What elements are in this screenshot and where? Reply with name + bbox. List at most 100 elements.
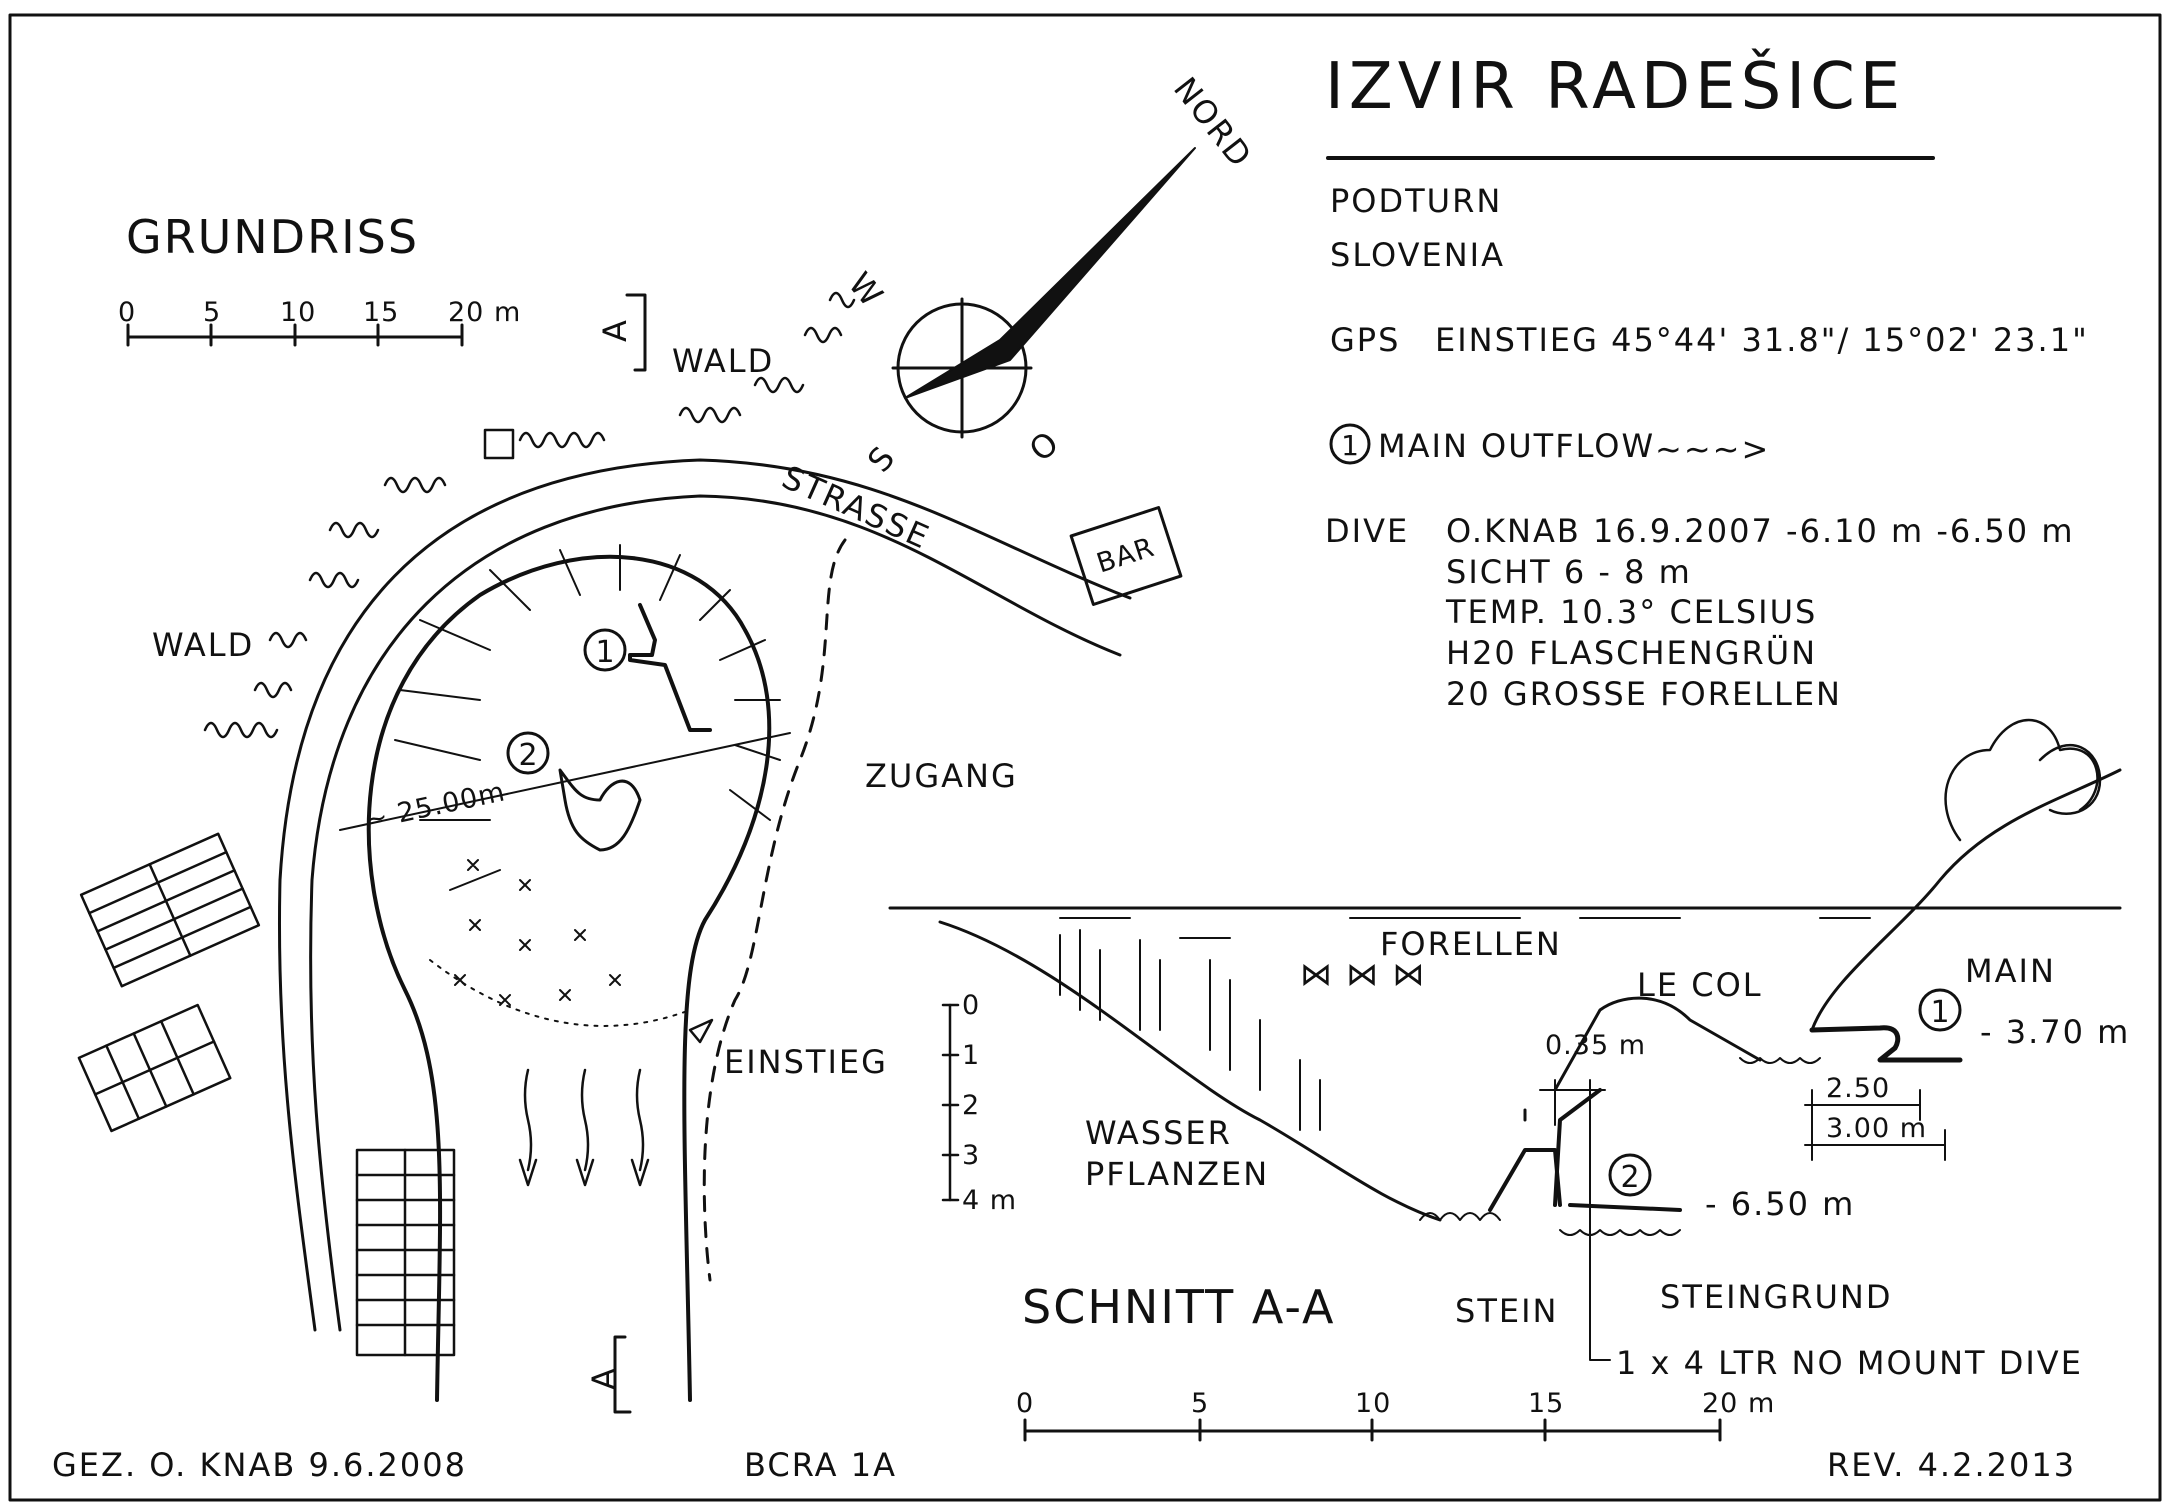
depth-tick-2: 2 bbox=[962, 1090, 981, 1121]
le-col-ridge bbox=[1523, 996, 1762, 1122]
gravel-crosses bbox=[454, 859, 621, 1006]
section-point-2-circle bbox=[1608, 1153, 1652, 1197]
trees bbox=[1944, 718, 2102, 842]
entry-marker bbox=[688, 1018, 714, 1044]
sheet-border bbox=[8, 13, 2162, 1502]
small-hut bbox=[483, 428, 515, 460]
dim-2-50-label: 2.50 bbox=[1826, 1073, 1891, 1104]
main-label: MAIN bbox=[1965, 952, 2056, 990]
legend-number: 1 bbox=[1341, 429, 1359, 462]
page-title: IZVIR RADEŠICE bbox=[1325, 50, 1906, 124]
plan-scale-0: 0 bbox=[118, 297, 137, 328]
main-outflow-channel bbox=[628, 603, 712, 732]
section-scale-20: 20 m bbox=[1702, 1388, 1776, 1419]
plan-point-2-number: 2 bbox=[518, 738, 537, 773]
road-outer-edge bbox=[277, 458, 1132, 1332]
main-depth-label: - 3.70 m bbox=[1980, 1013, 2131, 1051]
depth-scale bbox=[941, 1003, 960, 1202]
depth-tick-0: 0 bbox=[962, 990, 981, 1021]
spring-pond-outline bbox=[366, 554, 772, 1402]
section-scale-10: 10 bbox=[1355, 1388, 1392, 1419]
plan-scale-10: 10 bbox=[280, 297, 317, 328]
footer-drawn-by: GEZ. O. KNAB 9.6.2008 bbox=[52, 1446, 467, 1484]
dive-note: 1 x 4 LTR NO MOUNT DIVE bbox=[1616, 1344, 2083, 1382]
access-label: ZUGANG bbox=[865, 757, 1018, 795]
dive-line-3: TEMP. 10.3° CELSIUS bbox=[1446, 593, 1818, 631]
fish-icons: ⋈ ⋈ ⋈ bbox=[1300, 955, 1427, 993]
section-scale-bar bbox=[1023, 1418, 1722, 1442]
water-plants-label-2: PFLANZEN bbox=[1085, 1155, 1270, 1193]
entry-label: EINSTIEG bbox=[724, 1043, 888, 1081]
bank-slope-hatching bbox=[394, 544, 781, 891]
section-marker-bottom bbox=[613, 1335, 632, 1414]
bar-building bbox=[1069, 506, 1183, 606]
section-scale-5: 5 bbox=[1191, 1388, 1210, 1419]
section-heading: SCHNITT A-A bbox=[1022, 1280, 1336, 1334]
outflow-arrows bbox=[518, 1068, 650, 1187]
dive-line-2: SICHT 6 - 8 m bbox=[1446, 553, 1692, 591]
depth-tick-4: 4 m bbox=[962, 1185, 1018, 1216]
stein-pillar bbox=[1488, 1148, 1562, 1212]
plan-point-1-circle bbox=[583, 628, 627, 672]
gps-coordinates: EINSTIEG 45°44' 31.8"/ 15°02' 23.1" bbox=[1435, 321, 2089, 359]
section-scale-15: 15 bbox=[1528, 1388, 1565, 1419]
building-1 bbox=[79, 832, 261, 988]
compass-rose bbox=[891, 147, 1196, 439]
water-dash-marks bbox=[1059, 917, 1871, 939]
section-forellen-label: FORELLEN bbox=[1380, 925, 1562, 963]
section-point-2-number: 2 bbox=[1620, 1160, 1639, 1195]
plan-scale-bar bbox=[126, 323, 464, 347]
legend-circle bbox=[1329, 423, 1371, 465]
section-marker-bottom-label: A bbox=[585, 1366, 623, 1390]
legend-text: MAIN OUTFLOW bbox=[1378, 427, 1656, 465]
plan-scale-15: 15 bbox=[363, 297, 400, 328]
plan-point-1-number: 1 bbox=[595, 635, 614, 670]
forest-edge-top bbox=[518, 291, 856, 449]
footer-grade: BCRA 1A bbox=[744, 1446, 897, 1484]
stone-floor-label: STEINGRUND bbox=[1660, 1278, 1893, 1316]
section-marker-top-label: A bbox=[596, 318, 634, 342]
plan-heading: GRUNDRISS bbox=[126, 210, 420, 264]
gap-width-label: 0.35 m bbox=[1545, 1030, 1647, 1061]
dive-line-5: 20 GROSSE FORELLEN bbox=[1446, 675, 1842, 713]
section-scale-0: 0 bbox=[1016, 1388, 1035, 1419]
section-point-1-circle bbox=[1918, 988, 1962, 1032]
spring-2-passage bbox=[1553, 1088, 1682, 1212]
dimension-lines bbox=[1539, 1079, 1946, 1161]
pond-shore-dotted bbox=[429, 959, 691, 1027]
building-3 bbox=[355, 1148, 456, 1357]
section-marker-top bbox=[625, 293, 647, 372]
le-col-label: LE COL bbox=[1637, 966, 1763, 1004]
location-line-2: SLOVENIA bbox=[1330, 236, 1505, 274]
water-plants bbox=[1059, 929, 1321, 1131]
lake-bed-profile bbox=[938, 920, 1442, 1222]
dive-line-4: H20 FLASCHENGRÜN bbox=[1446, 634, 1818, 672]
spring-2-outline bbox=[558, 768, 642, 852]
outflow-squiggle-icon: ~~~> bbox=[1655, 430, 1771, 468]
building-2 bbox=[77, 1003, 232, 1133]
spring-2-depth-label: - 6.50 m bbox=[1705, 1185, 1856, 1223]
north-arrow bbox=[904, 147, 1196, 399]
plan-scale-20: 20 m bbox=[448, 297, 522, 328]
gps-label: GPS bbox=[1330, 321, 1401, 359]
stone-label: STEIN bbox=[1455, 1292, 1559, 1330]
footer-revision: REV. 4.2.2013 bbox=[1827, 1446, 2077, 1484]
water-plants-label-1: WASSER bbox=[1085, 1114, 1232, 1152]
access-path bbox=[702, 538, 847, 1282]
location-line-1: PODTURN bbox=[1330, 182, 1503, 220]
depth-tick-3: 3 bbox=[962, 1140, 981, 1171]
dive-line-1: O.KNAB 16.9.2007 -6.10 m -6.50 m bbox=[1446, 512, 2075, 550]
section-line-a-a bbox=[339, 732, 791, 831]
right-slope bbox=[1810, 768, 2122, 1032]
section-point-1-number: 1 bbox=[1930, 995, 1949, 1030]
forest-edge-left bbox=[203, 476, 447, 739]
road-inner-edge bbox=[309, 494, 1122, 1332]
outflow-conduit bbox=[1809, 1025, 1963, 1063]
depth-tick-1: 1 bbox=[962, 1040, 981, 1071]
forest-label-left: WALD bbox=[152, 626, 255, 664]
steingrund-rubble bbox=[1419, 1057, 1821, 1236]
note-pointer bbox=[1589, 1124, 1611, 1361]
plan-scale-5: 5 bbox=[203, 297, 222, 328]
